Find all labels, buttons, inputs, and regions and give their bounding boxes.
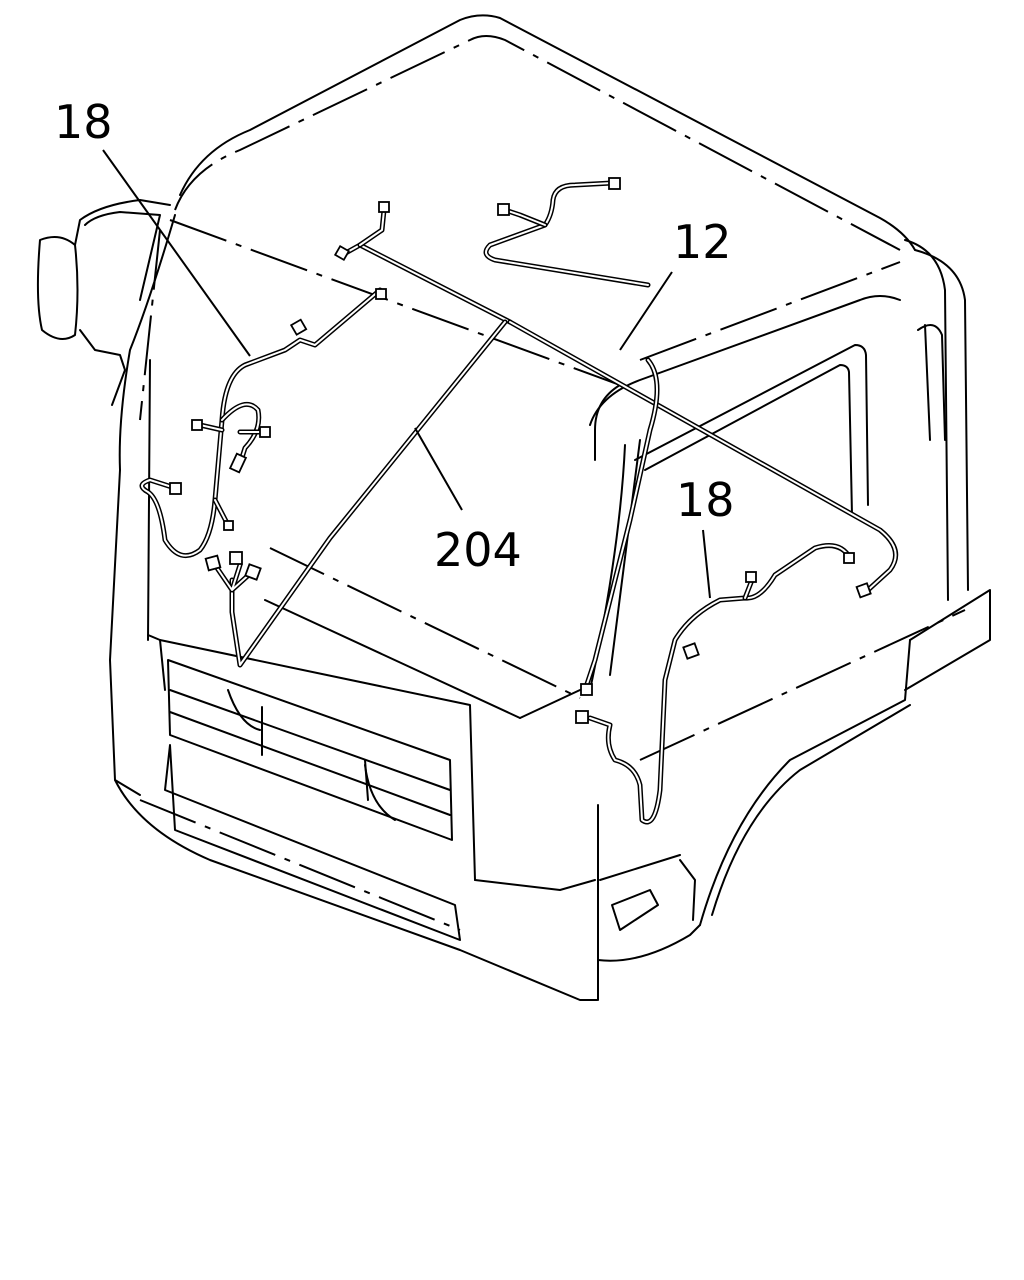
leader-roof-harness bbox=[619, 271, 673, 351]
callout-harness-left: 18 bbox=[54, 95, 113, 149]
connector-right-4 bbox=[575, 710, 589, 724]
connector-front-1 bbox=[204, 554, 222, 572]
leader-harness-right bbox=[702, 529, 711, 599]
roof-harness-12 bbox=[483, 177, 660, 696]
connector-left-2 bbox=[289, 318, 308, 336]
callout-roof-harness: 12 bbox=[673, 215, 732, 269]
connector-right-1 bbox=[843, 552, 855, 564]
main-harness-204 bbox=[204, 201, 899, 668]
connector-roof-a bbox=[333, 244, 351, 262]
connector-right-2 bbox=[745, 571, 757, 583]
connector-left-5 bbox=[259, 426, 271, 438]
connector-roof-c bbox=[497, 203, 510, 216]
cab-body bbox=[36, 14, 991, 1001]
connector-left-7 bbox=[223, 520, 234, 531]
connector-right-3 bbox=[682, 642, 700, 660]
connector-front-2 bbox=[229, 551, 243, 565]
connector-left-6 bbox=[228, 452, 248, 474]
right-harness-18 bbox=[575, 543, 855, 825]
connector-front-3 bbox=[244, 563, 262, 581]
connector-left-3 bbox=[169, 482, 182, 495]
leader-lines bbox=[102, 149, 711, 599]
leader-main-harness bbox=[414, 427, 463, 511]
callout-main-harness: 204 bbox=[434, 523, 522, 577]
callout-harness-right: 18 bbox=[676, 473, 735, 527]
connector-pillar bbox=[580, 683, 593, 696]
connector-roof-d bbox=[608, 177, 621, 190]
connector-rear-right bbox=[855, 582, 872, 599]
leader-harness-left bbox=[102, 149, 251, 357]
connector-left-4 bbox=[191, 419, 203, 431]
left-harness-18 bbox=[139, 287, 387, 559]
connector-left-1 bbox=[375, 288, 387, 300]
connector-roof-b bbox=[378, 201, 390, 213]
callouts: 18 12 204 18 bbox=[54, 95, 735, 577]
